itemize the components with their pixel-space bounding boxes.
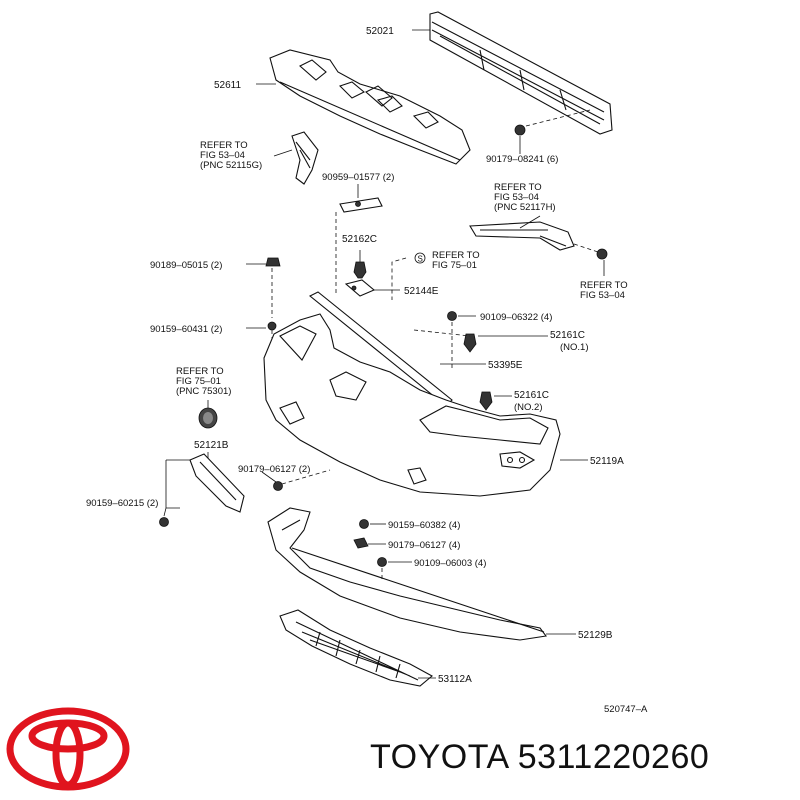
emblem-75301: [198, 407, 218, 429]
label-52161c-no1: 52161C: [550, 330, 585, 341]
refer-note-r1-line3: (PNC 52115G): [200, 160, 262, 171]
refer-note-r1-line1: REFER TO: [200, 140, 248, 151]
screw-90109-06322: [447, 311, 457, 370]
clip-52162c: [353, 261, 367, 279]
nut-right-refer: [573, 243, 608, 260]
grille-53112a: [279, 609, 433, 687]
label-52162c: 52162C: [342, 234, 377, 245]
refer-note-r2-line3: (PNC 52117H): [494, 202, 556, 213]
part-52115g-retainer: [291, 131, 319, 185]
bracket-52121b: [165, 453, 245, 513]
s-marker-icon: S: [391, 252, 426, 300]
label-90179-08241: 90179–08241 (6): [486, 154, 558, 165]
label-90159-60431: 90159–60431 (2): [150, 324, 222, 335]
label-90189-05015: 90189–05015 (2): [150, 260, 222, 271]
label-90179-06127-b: 90179–06127 (4): [388, 540, 460, 551]
label-52611: 52611: [214, 80, 242, 91]
label-52144e: 52144E: [404, 286, 439, 297]
part-52611-absorber: [269, 49, 471, 165]
part-52117h-retainer: [469, 221, 575, 251]
refer-note-r3-line1: REFER TO: [432, 250, 480, 261]
label-52129b: 52129B: [578, 630, 613, 641]
refer-note-r1-line2: FIG 53–04: [200, 150, 245, 161]
label-90959-01577: 90959–01577 (2): [322, 172, 394, 183]
refer-note-r2-line1: REFER TO: [494, 182, 542, 193]
exploded-parts-diagram: S: [86, 11, 648, 715]
clip-52161c-no1: [413, 329, 477, 353]
refer-note-r5-line3: (PNC 75301): [176, 386, 231, 397]
bumper-cover-52119a: [263, 313, 561, 497]
bolt-90159-60215: [159, 517, 169, 527]
nut-90179-06127-b: [353, 537, 369, 549]
label-52161c-no2: 52161C: [514, 390, 549, 401]
refer-note-r2-line2: FIG 53–04: [494, 192, 539, 203]
part-52021-reinforcement: [429, 11, 613, 135]
label-52021: 52021: [366, 26, 394, 37]
figure-code: 520747–A: [604, 704, 648, 715]
nut-90179-08241: [514, 109, 591, 136]
toyota-logo-icon: [6, 707, 130, 791]
label-90159-60382: 90159–60382 (4): [388, 520, 460, 531]
bolt-90159-60382: [359, 519, 369, 529]
label-90109-06003: 90109–06003 (4): [414, 558, 486, 569]
nut-90179-06127-a: [273, 469, 331, 491]
label-53112a: 53112A: [438, 674, 472, 685]
spoiler-52129b: [267, 507, 547, 641]
label-52119a: 52119A: [590, 456, 624, 467]
label-52121b: 52121B: [194, 440, 229, 451]
label-90159-60215: 90159–60215 (2): [86, 498, 158, 509]
clip-90959-01577: [339, 197, 383, 213]
label-53395e: 53395E: [488, 360, 523, 371]
refer-note-r5-line1: REFER TO: [176, 366, 224, 377]
refer-note-r3-line2: FIG 75–01: [432, 260, 477, 271]
label-90179-06127-a: 90179–06127 (2): [238, 464, 310, 475]
label-52161c-no2-note: (NO.2): [514, 402, 543, 413]
label-52161c-no1-note: (NO.1): [560, 342, 589, 353]
refer-note-r4-line2: FIG 53–04: [580, 290, 625, 301]
refer-note-r5-line2: FIG 75–01: [176, 376, 221, 387]
bracket-52144e: [344, 279, 376, 297]
fastener-90189-05015: [265, 257, 281, 318]
brand-part-number: TOYOTA 5311220260: [370, 738, 710, 776]
seal-53395e: [308, 212, 453, 407]
screw-90109-06003: [377, 557, 387, 582]
label-90109-06322: 90109–06322 (4): [480, 312, 552, 323]
svg-text:S: S: [418, 255, 423, 264]
clip-52161c-no2: [479, 391, 493, 411]
refer-note-r4-line1: REFER TO: [580, 280, 628, 291]
